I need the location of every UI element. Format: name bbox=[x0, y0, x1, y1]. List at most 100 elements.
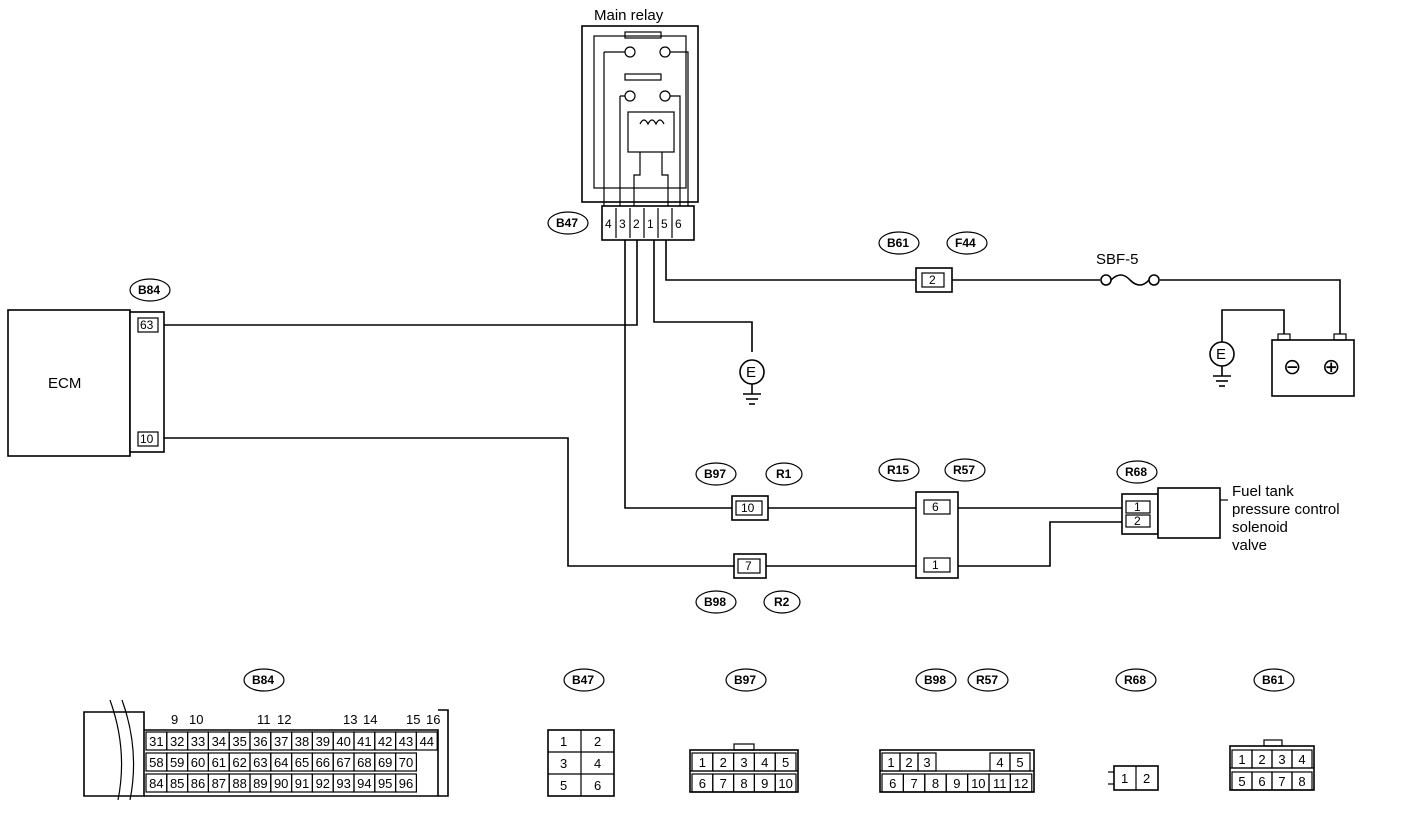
ground-battery: E bbox=[1209, 341, 1235, 387]
legend-b84-row3-label: 70 bbox=[399, 755, 413, 770]
legend-b84-row4-label: 94 bbox=[357, 776, 371, 791]
legend-b84-row4-label: 96 bbox=[399, 776, 413, 791]
legend-r68-title: R68 bbox=[1124, 673, 1146, 687]
relay-pin-6: 6 bbox=[675, 217, 682, 231]
ground-relay-label: E bbox=[746, 364, 756, 381]
legend-b84-title: B84 bbox=[252, 673, 274, 687]
legend-b61-row1-label: 4 bbox=[1298, 752, 1305, 767]
legend-b84-row2-label: 33 bbox=[191, 734, 205, 749]
legend-b98-row1-label: 1 bbox=[887, 755, 894, 770]
b47-connector: B47 4 3 2 1 5 6 bbox=[547, 205, 695, 241]
legend-b98-row2-label: 9 bbox=[953, 776, 960, 791]
main-relay: Main relay bbox=[581, 7, 699, 210]
legend-b61-row2-label: 6 bbox=[1258, 774, 1265, 789]
legend-b84-row4-label: 88 bbox=[232, 776, 246, 791]
svg-text:3: 3 bbox=[560, 756, 567, 771]
ground-battery-label: E bbox=[1216, 346, 1226, 363]
legend-b84-row4-label: 92 bbox=[316, 776, 330, 791]
b61-tag: B61 bbox=[887, 236, 909, 250]
svg-text:11: 11 bbox=[257, 712, 271, 727]
main-relay-label: Main relay bbox=[594, 7, 664, 24]
legend-b84-row3-label: 63 bbox=[253, 755, 267, 770]
battery-negative: ⊖ bbox=[1283, 354, 1301, 379]
legend-b84-row4-label: 95 bbox=[378, 776, 392, 791]
svg-text:1: 1 bbox=[1121, 771, 1128, 786]
ecm-label: ECM bbox=[48, 375, 81, 392]
legend-b98-row2-label: 10 bbox=[971, 776, 985, 791]
solenoid-label-4: valve bbox=[1232, 537, 1267, 554]
legend-b84-row4-label: 93 bbox=[336, 776, 350, 791]
legend-b84-row3-label: 65 bbox=[295, 755, 309, 770]
svg-text:9: 9 bbox=[171, 712, 178, 727]
legend-b84-row3-label: 68 bbox=[357, 755, 371, 770]
legend-b98-row1-label: 5 bbox=[1016, 755, 1023, 770]
svg-text:1: 1 bbox=[560, 734, 567, 749]
fuse-sbf5: SBF-5 bbox=[1096, 251, 1160, 286]
b98-r2-connector: 7 B98 R2 bbox=[695, 553, 801, 614]
b97-tag: B97 bbox=[704, 467, 726, 481]
legend-b84-row4-label: 85 bbox=[170, 776, 184, 791]
legend-b84-row2-label: 32 bbox=[170, 734, 184, 749]
r68-tag: R68 bbox=[1125, 465, 1147, 479]
legend-b97-row1-label: 1 bbox=[699, 755, 706, 770]
legend-b47: B47 1 2 3 4 5 6 bbox=[547, 668, 615, 797]
legend-b98-row2-cell bbox=[1009, 773, 1033, 793]
r57-pin-1: 1 bbox=[932, 558, 939, 572]
legend-b98-row1-label: 2 bbox=[905, 755, 912, 770]
legend-b84-row4-label: 84 bbox=[149, 776, 163, 791]
legend-b84-row2-label: 31 bbox=[149, 734, 163, 749]
legend-b61-row2-cell bbox=[1291, 771, 1313, 791]
legend-b84-row2-label: 35 bbox=[232, 734, 246, 749]
legend-b61-row2-label: 8 bbox=[1298, 774, 1305, 789]
b97-r1-connector: B97 R1 10 bbox=[695, 462, 803, 521]
relay-pin-3: 3 bbox=[619, 217, 626, 231]
svg-text:12: 12 bbox=[277, 712, 291, 727]
relay-pin-4: 4 bbox=[605, 217, 612, 231]
b47-tag: B47 bbox=[556, 216, 578, 230]
legend-b84-row2-label: 41 bbox=[357, 734, 371, 749]
svg-text:16: 16 bbox=[426, 712, 440, 727]
solenoid-label-2: pressure control bbox=[1232, 501, 1340, 518]
legend-b98-row1-cell bbox=[1009, 752, 1031, 772]
legend-b98-row1-cell bbox=[917, 752, 937, 772]
legend-b98-row1-label: 3 bbox=[923, 755, 930, 770]
legend-b84-row4-label: 86 bbox=[191, 776, 205, 791]
r68-pin-1: 1 bbox=[1134, 500, 1141, 514]
svg-text:5: 5 bbox=[560, 778, 567, 793]
battery: ⊖ ⊕ bbox=[1271, 333, 1355, 397]
b61-f44-connector: B61 F44 2 bbox=[878, 231, 988, 293]
legend-b84-row4-label: 90 bbox=[274, 776, 288, 791]
svg-text:10: 10 bbox=[189, 712, 203, 727]
legend-b61-title: B61 bbox=[1262, 673, 1284, 687]
legend-b84-row2-label: 34 bbox=[212, 734, 226, 749]
svg-text:6: 6 bbox=[594, 778, 601, 793]
legend-b98-row2-label: 11 bbox=[993, 776, 1007, 791]
ground-relay: E bbox=[739, 359, 765, 405]
ecm-pin-10: 10 bbox=[140, 432, 154, 446]
legend-b61-row2-label: 5 bbox=[1238, 774, 1245, 789]
legend-b84-row3-label: 58 bbox=[149, 755, 163, 770]
legend-b61-row1-cell bbox=[1291, 749, 1313, 769]
legend-b97-row2-label: 9 bbox=[761, 776, 768, 791]
legend-b61-row1-label: 3 bbox=[1278, 752, 1285, 767]
legend-b97-row2-cell bbox=[774, 773, 797, 793]
ecm-pin-63: 63 bbox=[140, 318, 154, 332]
f44-tag: F44 bbox=[955, 236, 976, 250]
legend-b84-row3-label: 67 bbox=[336, 755, 350, 770]
svg-text:2: 2 bbox=[594, 734, 601, 749]
legend-b47-title: B47 bbox=[572, 673, 594, 687]
legend-b97-row2-label: 10 bbox=[778, 776, 792, 791]
legend-b84-row4-label: 87 bbox=[212, 776, 226, 791]
legend-b84-row3-cell bbox=[395, 752, 418, 772]
legend-r68: R68 1 2 bbox=[1108, 668, 1159, 791]
legend-b84-row3-label: 64 bbox=[274, 755, 288, 770]
